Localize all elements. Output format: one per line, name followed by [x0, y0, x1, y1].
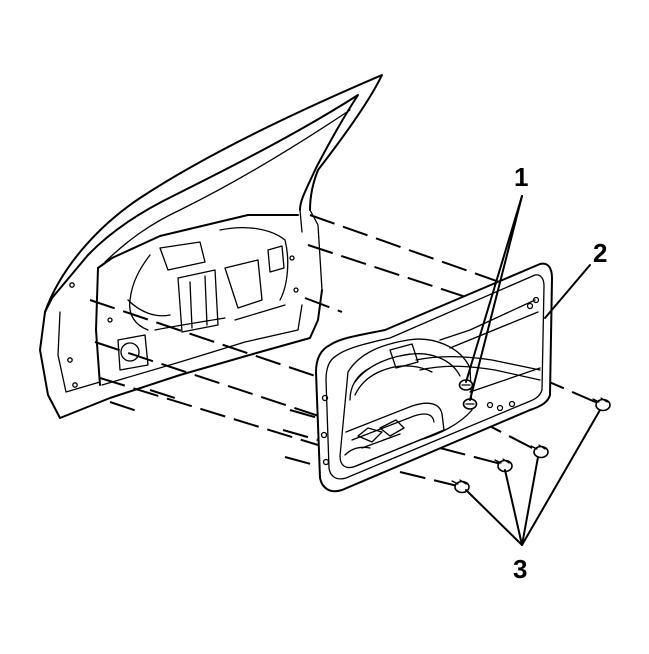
door-frame: [39, 74, 383, 419]
fastener-push-pin: [592, 397, 611, 412]
fastener-screw: [462, 398, 478, 410]
alignment-line: [304, 297, 343, 313]
alignment-line: [99, 377, 319, 446]
alignment-line: [399, 471, 463, 488]
leader-line-3d: [465, 489, 523, 546]
leader-line-2: [544, 264, 591, 319]
alignment-line: [284, 456, 319, 467]
alignment-line: [282, 429, 319, 441]
leader-line-3c: [504, 469, 523, 546]
alignment-line: [309, 214, 523, 291]
leader-line-1a: [465, 195, 523, 383]
alignment-line: [307, 244, 476, 301]
fastener-push-pin: [494, 458, 513, 473]
alignment-line: [439, 447, 506, 466]
door-trim-panel: [315, 262, 553, 493]
leader-lines: [465, 195, 601, 546]
callout-3: 3: [513, 554, 527, 584]
alignment-line: [289, 409, 319, 419]
alignment-line: [94, 341, 326, 419]
alignment-line: [89, 299, 343, 386]
panel-fasteners: [458, 379, 478, 410]
leader-line-1b: [469, 195, 523, 401]
alignment-line: [109, 401, 141, 413]
fastener-push-pin: [530, 444, 549, 459]
callout-1: 1: [514, 162, 528, 192]
alignment-line: [149, 389, 176, 399]
leader-line-3b: [521, 456, 539, 546]
leader-line-3a: [521, 409, 601, 546]
loose-fasteners: [451, 397, 611, 494]
callout-2: 2: [593, 238, 607, 268]
